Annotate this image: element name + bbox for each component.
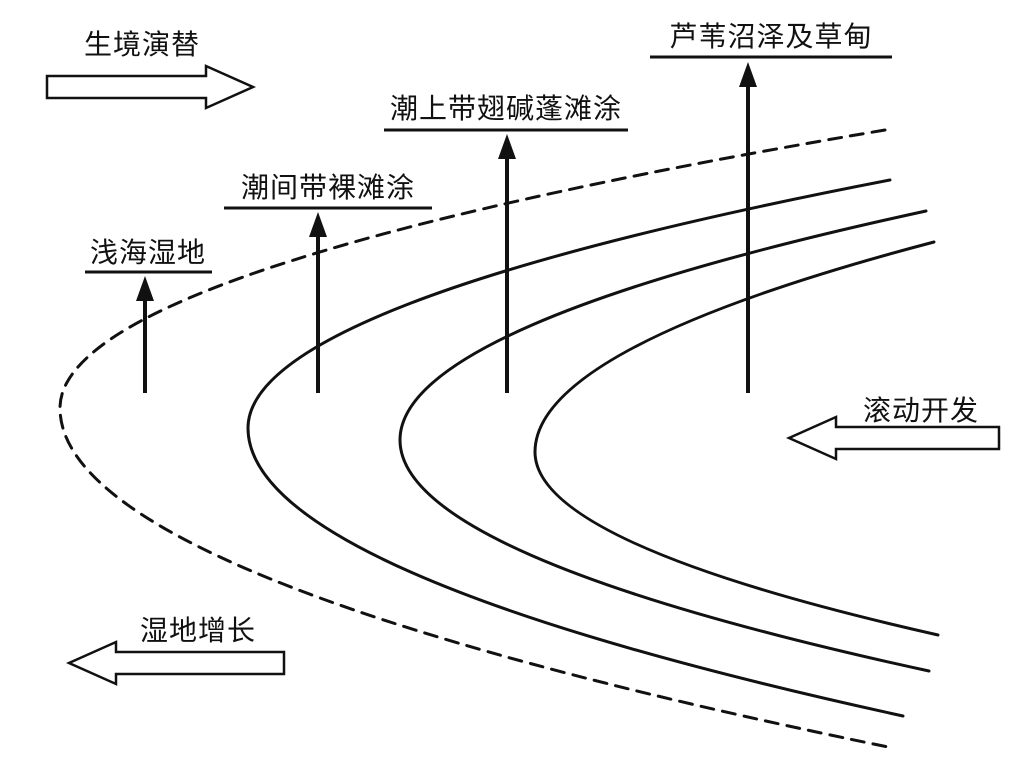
growth-arrow-group: 湿地增长	[65, 615, 286, 686]
development-label: 滚动开发	[863, 395, 979, 426]
left-block-arrow-icon	[785, 415, 1001, 461]
stage-group-shallow-sea: 浅海湿地	[85, 237, 212, 393]
right-block-arrow-icon	[45, 64, 257, 110]
stage-arrow-up-icon	[136, 276, 154, 301]
stage-label: 芦苇沼泽及草甸	[669, 21, 872, 52]
succession-arrow-group: 生境演替	[45, 29, 257, 110]
stage-label: 潮间带裸滩涂	[241, 172, 415, 203]
coastline-curve-dashed	[58, 128, 895, 750]
coastline-curve-1	[246, 178, 905, 718]
stage-arrow-up-icon	[498, 134, 516, 159]
stage-label: 浅海湿地	[90, 237, 206, 268]
stage-group-intertidal: 潮间带裸滩涂	[224, 172, 432, 393]
succession-label: 生境演替	[84, 29, 200, 60]
stage-label: 潮上带翅碱蓬滩涂	[390, 93, 622, 124]
stage-group-reed-marsh: 芦苇沼泽及草甸	[650, 21, 892, 393]
stage-arrow-up-icon	[309, 212, 327, 237]
coastline-curve-2	[398, 209, 931, 673]
stage-arrow-up-icon	[739, 62, 757, 87]
coastline-curve-3	[533, 240, 940, 637]
left-block-arrow-icon	[65, 640, 286, 686]
development-arrow-group: 滚动开发	[785, 395, 1001, 461]
stage-group-supratidal: 潮上带翅碱蓬滩涂	[384, 93, 628, 393]
growth-label: 湿地增长	[140, 615, 256, 646]
